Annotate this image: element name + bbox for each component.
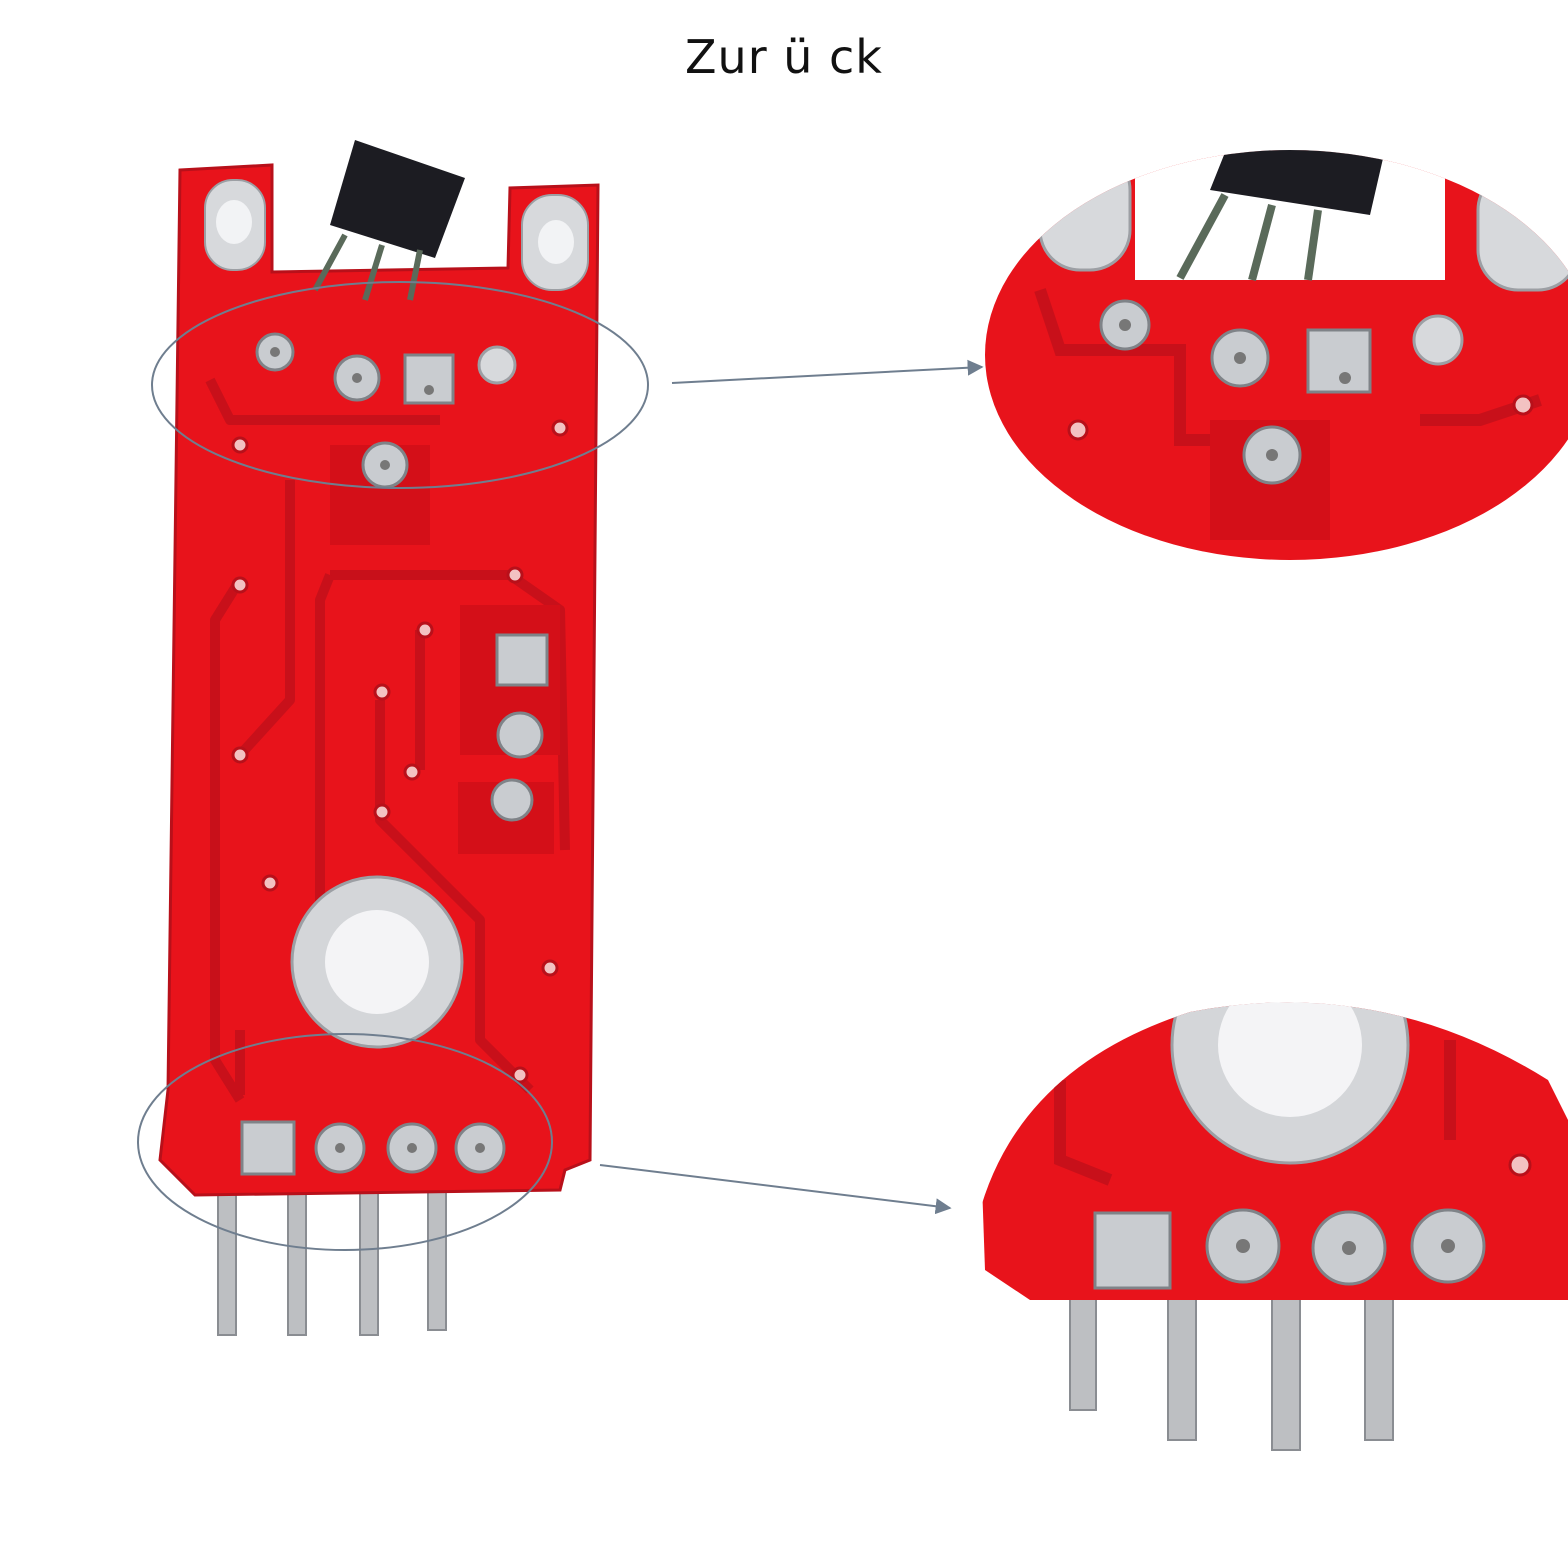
page-title: Zur ü ck <box>685 30 883 84</box>
header-pins <box>217 1189 447 1336</box>
zoomed-view-bottom <box>975 1002 1568 1480</box>
zoomed-view-top <box>985 150 1568 560</box>
highlight-ellipse-top <box>151 281 649 489</box>
arrow-right-icon <box>671 359 984 384</box>
header-pads <box>240 1120 506 1176</box>
hall-sensor-chip <box>312 140 465 301</box>
mounting-hole <box>204 179 266 271</box>
pcb-traces <box>205 377 570 1103</box>
solder-joints <box>490 633 549 822</box>
vias <box>231 419 569 1084</box>
center-mounting-hole <box>290 875 464 1049</box>
mounting-hole <box>521 194 589 291</box>
highlight-ellipse-bottom <box>137 1033 553 1251</box>
solder-joints <box>255 332 517 489</box>
arrow-right-icon <box>599 1164 952 1215</box>
sensor-module-board <box>158 140 600 1336</box>
